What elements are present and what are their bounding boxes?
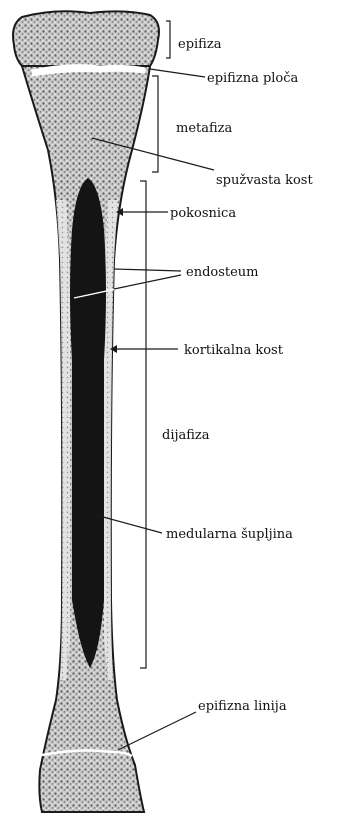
label-endosteum: endosteum [186, 265, 259, 280]
medullary-cavity [70, 178, 106, 668]
label-epifiza: epifiza [178, 37, 222, 52]
leader-endosteum-1 [114, 269, 181, 271]
label-epifizna-ploca: epifizna ploča [207, 71, 299, 86]
leader-epifizna-linija [118, 712, 196, 750]
cortical-bone [56, 200, 70, 680]
label-metafiza: metafiza [176, 121, 233, 136]
upper-epiphysis [13, 11, 159, 66]
label-spuzvasta-kost: spužvasta kost [216, 173, 313, 188]
leader-endosteum-2-edge [114, 275, 181, 289]
label-medularna-supljina: medularna šupljina [166, 527, 293, 542]
label-dijafiza: dijafiza [162, 428, 210, 443]
bracket-epifiza [166, 21, 170, 58]
bracket-dijafiza [140, 181, 146, 668]
cortical-bone-right [104, 200, 118, 680]
label-epifizna-linija: epifizna linija [198, 699, 287, 714]
label-kortikalna-kost: kortikalna kost [184, 343, 284, 358]
bracket-metafiza [152, 76, 158, 172]
label-pokosnica: pokosnica [170, 206, 236, 221]
